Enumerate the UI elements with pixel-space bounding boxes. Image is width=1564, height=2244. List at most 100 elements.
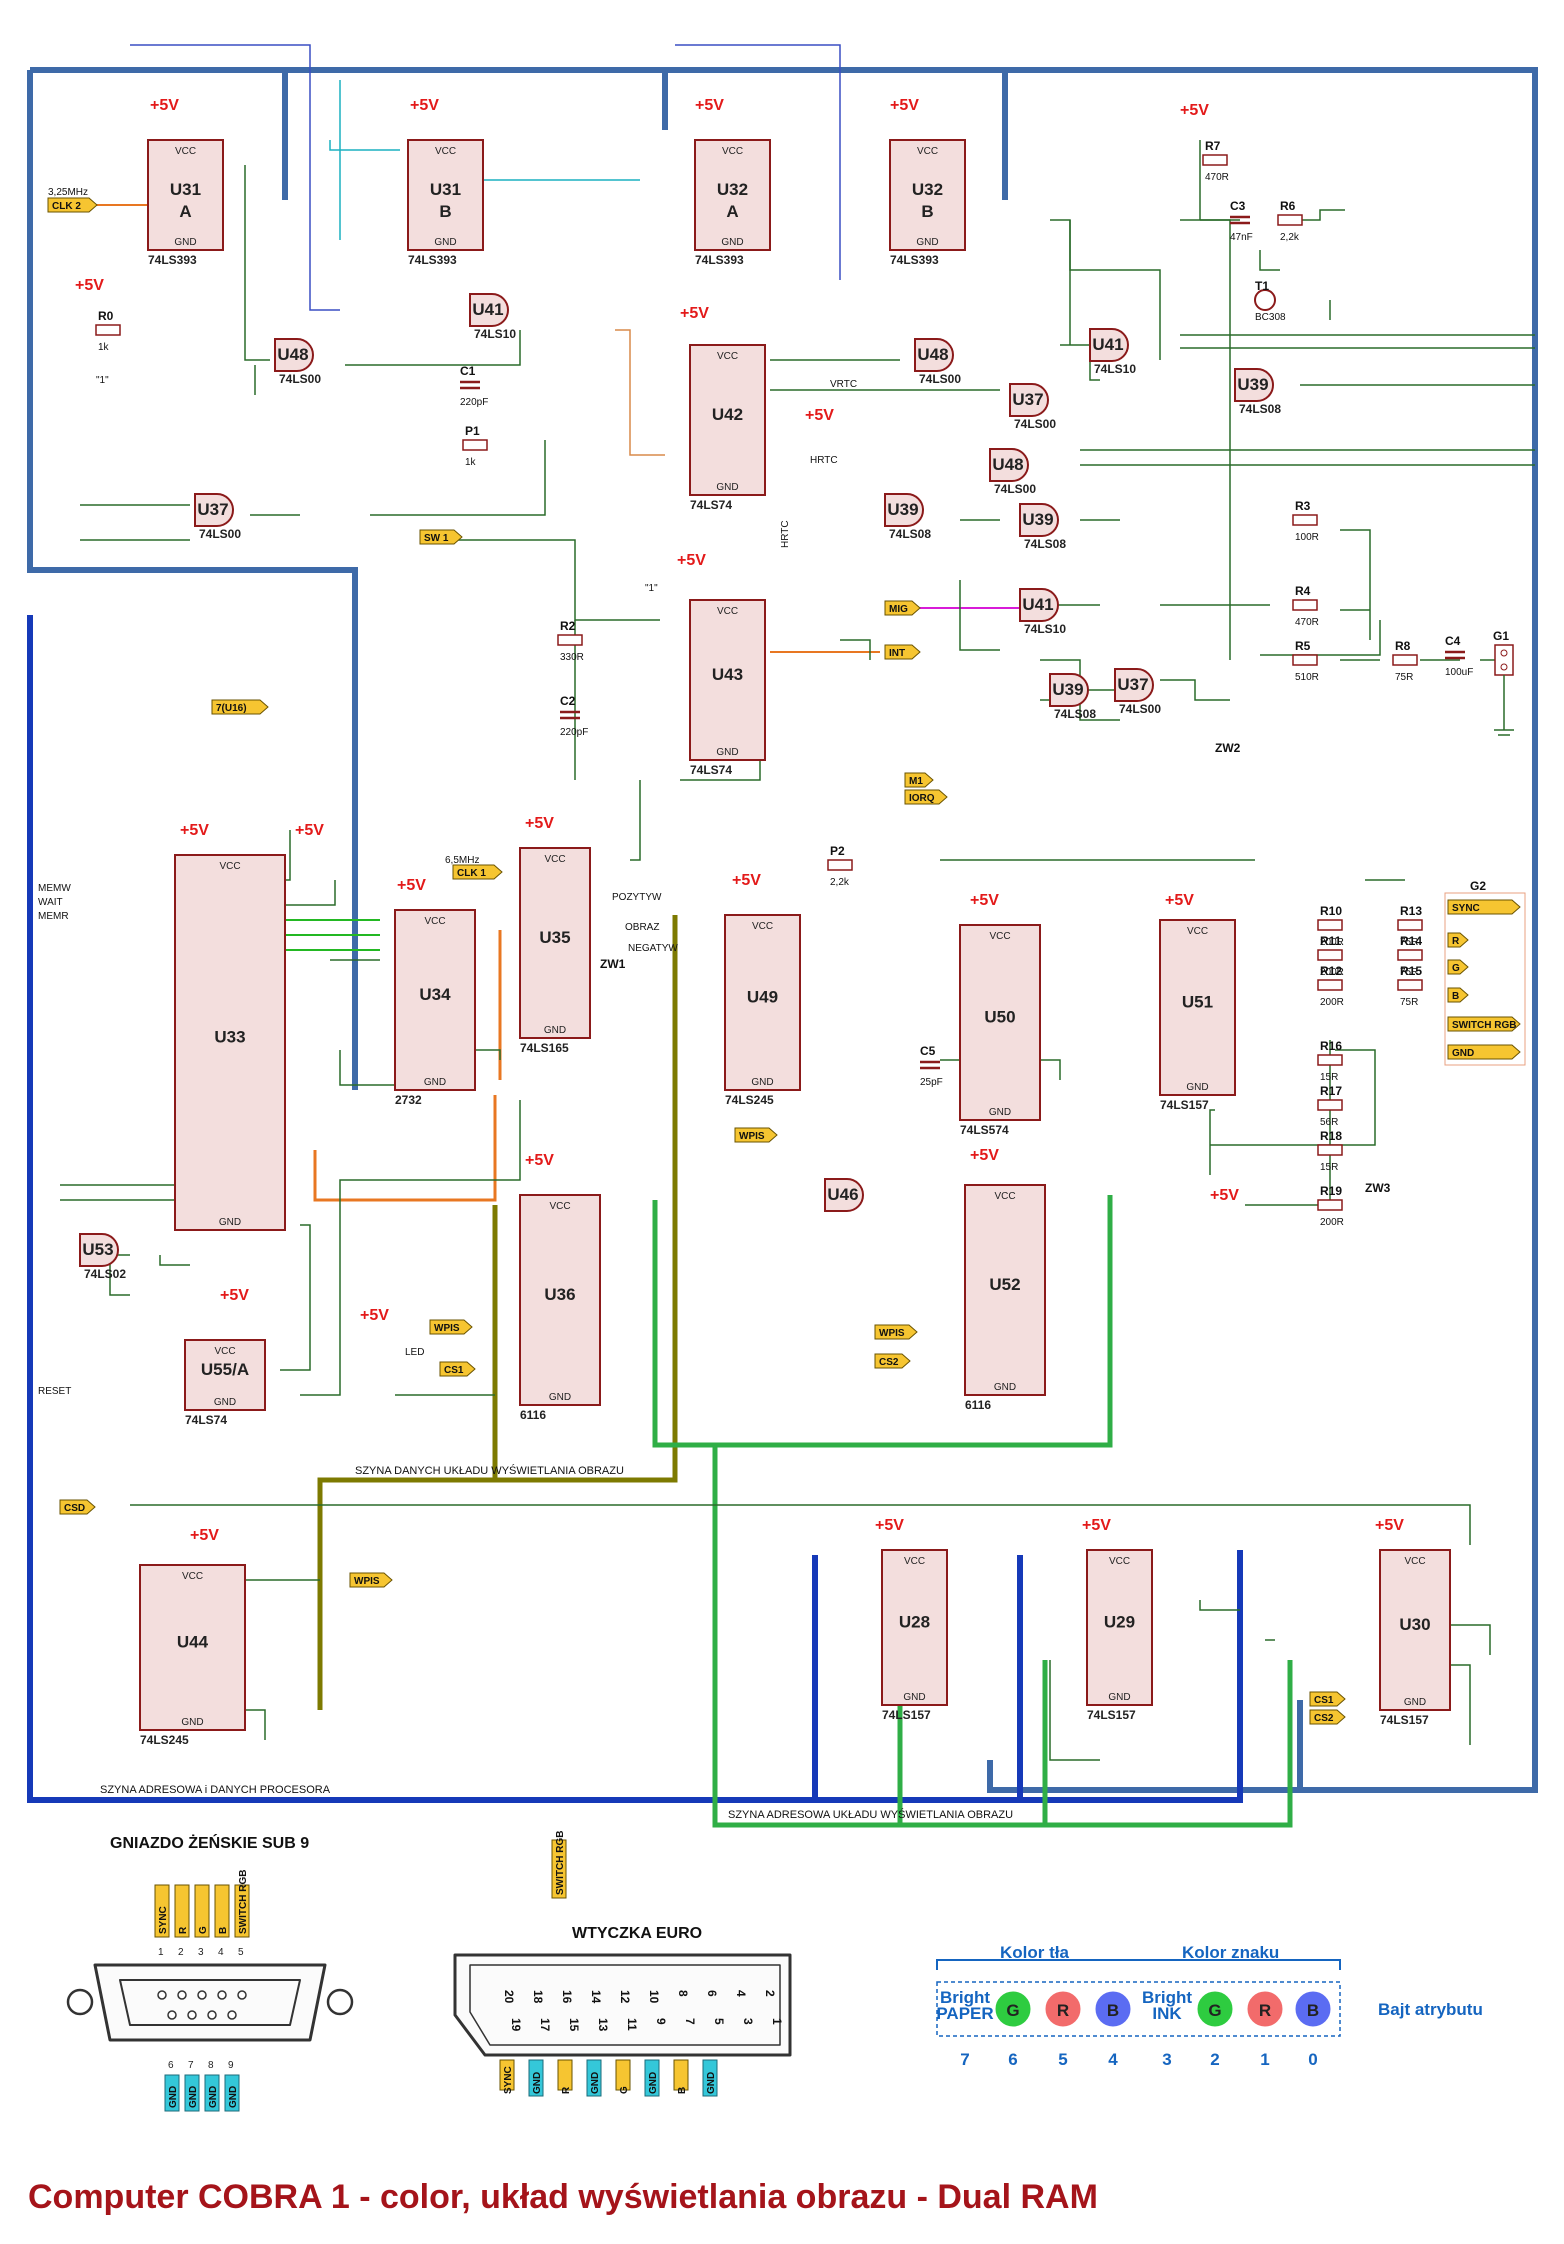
passive-p2: P22,2k — [827, 844, 853, 888]
sub9-tag-3: G — [194, 1884, 210, 1938]
passive-value: 75R — [1400, 997, 1418, 1008]
sub9-pin-num-2: 2 — [178, 1947, 184, 1958]
g2-pin-switch-rgb: SWITCH RGB — [1447, 1016, 1521, 1032]
resistor-symbol — [1317, 1144, 1343, 1156]
chip-gnd: GND — [544, 1025, 566, 1036]
euro-pin-10: 10 — [647, 1990, 661, 2004]
chip-vcc: VCC — [717, 351, 738, 362]
tag-shape — [884, 644, 921, 660]
g1-ref: G1 — [1493, 629, 1509, 643]
tag-clk1: CLK 1 — [452, 864, 503, 880]
chip-vcc: VCC — [549, 1201, 570, 1212]
sub9-tag-1: SYNC — [154, 1884, 170, 1938]
display-data-bus-label: SZYNA DANYCH UKŁADU WYŚWIETLANIA OBRAZU — [355, 1464, 624, 1477]
chip-vcc: VCC — [219, 861, 240, 872]
chip-vcc: VCC — [904, 1556, 925, 1567]
passive-value: 56R — [1320, 1117, 1338, 1128]
power-label-17: +5V — [970, 1147, 999, 1164]
chip-gnd: GND — [751, 1077, 773, 1088]
power-label-15: +5V — [970, 892, 999, 909]
euro-tag-shape — [644, 2059, 660, 2097]
euro-pin-7: 7 — [683, 2018, 697, 2025]
chip-gnd: GND — [181, 1717, 203, 1728]
sub9-pin-num-6: 6 — [168, 2060, 174, 2071]
sub9-tag-shape — [234, 1884, 250, 1938]
power-label-4: +5V — [890, 97, 919, 114]
tag-wpis-4: WPIS — [349, 1572, 393, 1588]
resistor-symbol — [1317, 1054, 1343, 1066]
passive-value: 470R — [1205, 172, 1229, 183]
tag-shape — [429, 1319, 473, 1335]
chip-gnd: GND — [903, 1692, 925, 1703]
euro-pin-17: 17 — [538, 2018, 552, 2032]
sub9-connector: GNIAZDO ŻEŃSKIE SUB 9 1SYNC2R3G4B5SWITCH… — [66, 1833, 354, 2112]
legend-bg-header: Kolor tła — [1000, 1943, 1069, 1962]
chip-body — [689, 344, 766, 496]
sub9-pin-2 — [177, 1990, 187, 2000]
chip-sub: B — [921, 202, 933, 221]
gate-ref: U41 — [1092, 335, 1123, 354]
gate-body — [914, 338, 954, 372]
gate-body — [1114, 668, 1154, 702]
legend-text-line2: PAPER — [936, 2004, 993, 2023]
sub9-pin-3 — [197, 1990, 207, 2000]
passive-value: 220pF — [560, 727, 588, 738]
legend-cell-1: G6 — [994, 1990, 1032, 2069]
legend-byte-label: Bajt atrybutu — [1378, 2000, 1483, 2019]
euro-tag-shape — [673, 2059, 689, 2091]
tag-label: WPIS — [354, 1576, 380, 1587]
euro-switch-label: SWITCH RGB — [555, 1831, 566, 1895]
tag-shape — [419, 529, 463, 545]
gate-ref: U48 — [992, 455, 1023, 474]
euro-tag-label: B — [677, 2087, 688, 2094]
tag-label: R — [1452, 936, 1460, 947]
sub9-pin-1 — [157, 1990, 167, 2000]
chip-type: 74LS74 — [690, 763, 732, 777]
chip-vcc: VCC — [994, 1191, 1015, 1202]
chip-body — [724, 914, 801, 1091]
euro-pin-9: 9 — [654, 2018, 668, 2025]
zw1-label-obraz: OBRAZ — [625, 922, 659, 933]
chip-type: 74LS157 — [1380, 1713, 1429, 1727]
chip-ref: U36 — [544, 1285, 575, 1304]
legend-ball — [994, 1990, 1032, 2028]
euro-tag-label: GND — [648, 2072, 659, 2094]
tag-label: GND — [1452, 1048, 1474, 1059]
tag-label: 7(U16) — [216, 703, 247, 714]
sub9-gnd-label: GND — [168, 2086, 179, 2108]
chip-ref: U42 — [712, 405, 743, 424]
gate-type: 74LS00 — [1119, 702, 1161, 716]
power-labels: +5V+5V+5V+5V+5V+5V+5V+5V+5V+5V+5V+5V+5V+… — [75, 97, 1404, 1544]
sub9-tag-label: SWITCH RGB — [238, 1870, 249, 1934]
chip-type: 74LS157 — [1087, 1708, 1136, 1722]
gate-body — [824, 1178, 864, 1212]
passive-ref: P1 — [465, 424, 480, 438]
power-label-22: +5V — [190, 1527, 219, 1544]
power-label-9: +5V — [677, 552, 706, 569]
sub9-pin-num-4: 4 — [218, 1947, 224, 1958]
legend-bit-6: 6 — [1008, 2050, 1017, 2069]
tag-label: WPIS — [739, 1131, 765, 1142]
chip-type: 74LS74 — [690, 498, 732, 512]
gate-ref: U41 — [472, 300, 503, 319]
reset-label: RESET — [38, 1386, 71, 1397]
chip-gnd: GND — [174, 237, 196, 248]
tag-label: CS2 — [1314, 1713, 1334, 1724]
sub9-gnd-tag-1: GND — [164, 2074, 180, 2112]
gate-type: 74LS10 — [474, 327, 516, 341]
legend-text-line2: INK — [1152, 2004, 1182, 2023]
power-label-18: +5V — [525, 1152, 554, 1169]
chip-gnd: GND — [721, 237, 743, 248]
tag-label: CS1 — [1314, 1695, 1334, 1706]
